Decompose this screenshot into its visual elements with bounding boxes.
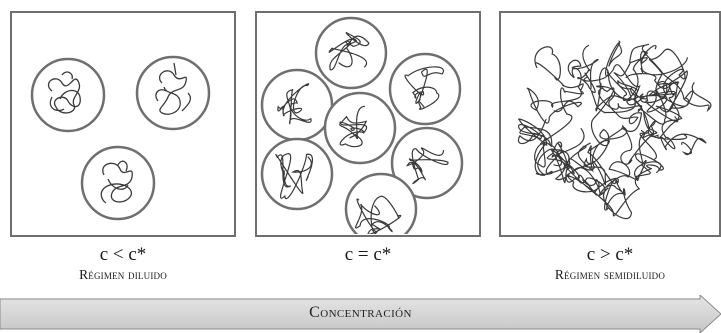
semidilute-illustration	[517, 40, 712, 220]
caption-dilute: c < c* Régimen diluido	[10, 244, 236, 284]
arrow-label: Concentración	[309, 304, 412, 321]
panel-semidilute	[499, 11, 721, 237]
coil-circle	[314, 16, 388, 90]
coil-circle	[260, 68, 334, 142]
coil-circle	[80, 145, 156, 221]
caption-formula: c < c*	[99, 244, 147, 265]
caption-regime: Régimen diluido	[79, 267, 167, 282]
coil-circle	[30, 57, 106, 133]
coil-circle	[260, 137, 334, 211]
concentration-arrow	[0, 295, 721, 333]
coil-circle	[344, 172, 418, 234]
coil-circle	[390, 126, 464, 200]
coil-circle	[135, 55, 211, 131]
dilute-illustration	[30, 55, 211, 221]
panel-dilute	[10, 11, 236, 237]
coil-group	[260, 16, 464, 234]
caption-regime: Régimen semidiluido	[554, 267, 666, 282]
panel-overlap	[255, 11, 481, 237]
caption-semidilute: c > c* Régimen semidiluido	[499, 244, 721, 284]
caption-overlap: c = c*	[255, 244, 481, 266]
entangled-chains	[517, 40, 712, 220]
coil-circle	[388, 52, 462, 126]
caption-formula: c = c*	[344, 244, 392, 265]
overlap-illustration	[260, 16, 464, 234]
coil-circle	[323, 91, 397, 165]
caption-formula: c > c*	[586, 244, 634, 265]
